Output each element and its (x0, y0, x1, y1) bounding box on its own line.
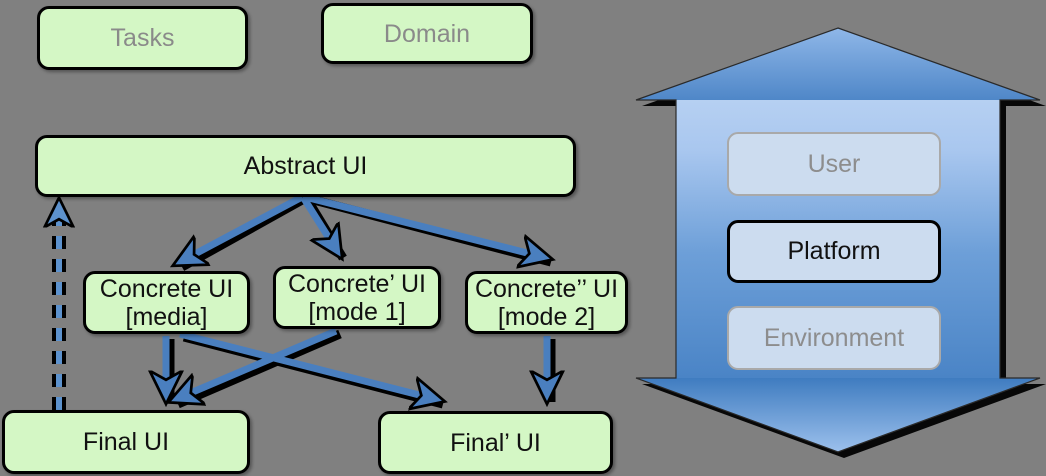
context-box-platform[interactable]: Platform (727, 220, 941, 283)
arrow-abstract-to-concrete1 (178, 193, 304, 263)
box-concrete-ui-media-sublabel: [media] (125, 302, 208, 331)
box-final-ui-label: Final UI (82, 428, 170, 456)
box-concrete-ui-mode1-label: Concrete’ UI (287, 269, 426, 298)
context-arrow-outline (635, 27, 1041, 453)
box-concrete-ui-media[interactable]: Concrete UI [media] (83, 271, 250, 334)
box-tasks[interactable]: Tasks (37, 6, 248, 70)
context-arrow-head-up (636, 28, 1040, 100)
box-concrete-ui-mode2[interactable]: Concrete’’ UI [mode 2] (465, 271, 628, 334)
arrow-abstract-to-concrete2 (300, 195, 339, 254)
box-concrete-ui-mode2-label: Concrete’’ UI (474, 274, 619, 303)
box-final-prime-ui-label: Final’ UI (450, 428, 541, 457)
box-domain[interactable]: Domain (321, 3, 533, 64)
box-final-prime-ui[interactable]: Final’ UI (378, 411, 613, 474)
box-abstract-ui-label: Abstract UI (243, 152, 368, 180)
box-concrete-ui-mode1[interactable]: Concrete’ UI [mode 1] (273, 266, 441, 329)
context-box-environment[interactable]: Environment (727, 306, 941, 370)
box-concrete-ui-mode1-sublabel: [mode 1] (308, 297, 406, 326)
context-box-environment-label: Environment (763, 323, 905, 352)
box-final-ui[interactable]: Final UI (2, 410, 250, 474)
arrow-abstract-to-concrete3 (304, 193, 547, 258)
box-concrete-ui-media-label: Concrete UI (99, 274, 234, 303)
context-arrow-head-down (636, 378, 1040, 452)
box-tasks-label: Tasks (110, 24, 175, 52)
box-concrete-ui-mode2-sublabel: [mode 2] (497, 302, 596, 331)
box-abstract-ui[interactable]: Abstract UI (35, 135, 576, 197)
context-box-user[interactable]: User (727, 132, 941, 196)
context-box-platform-label: Platform (787, 237, 881, 265)
context-box-user-label: User (807, 149, 861, 178)
arrow-concrete1-to-final2 (179, 330, 439, 400)
arrow-concrete2-to-final1 (174, 327, 338, 400)
box-domain-label: Domain (383, 19, 471, 48)
